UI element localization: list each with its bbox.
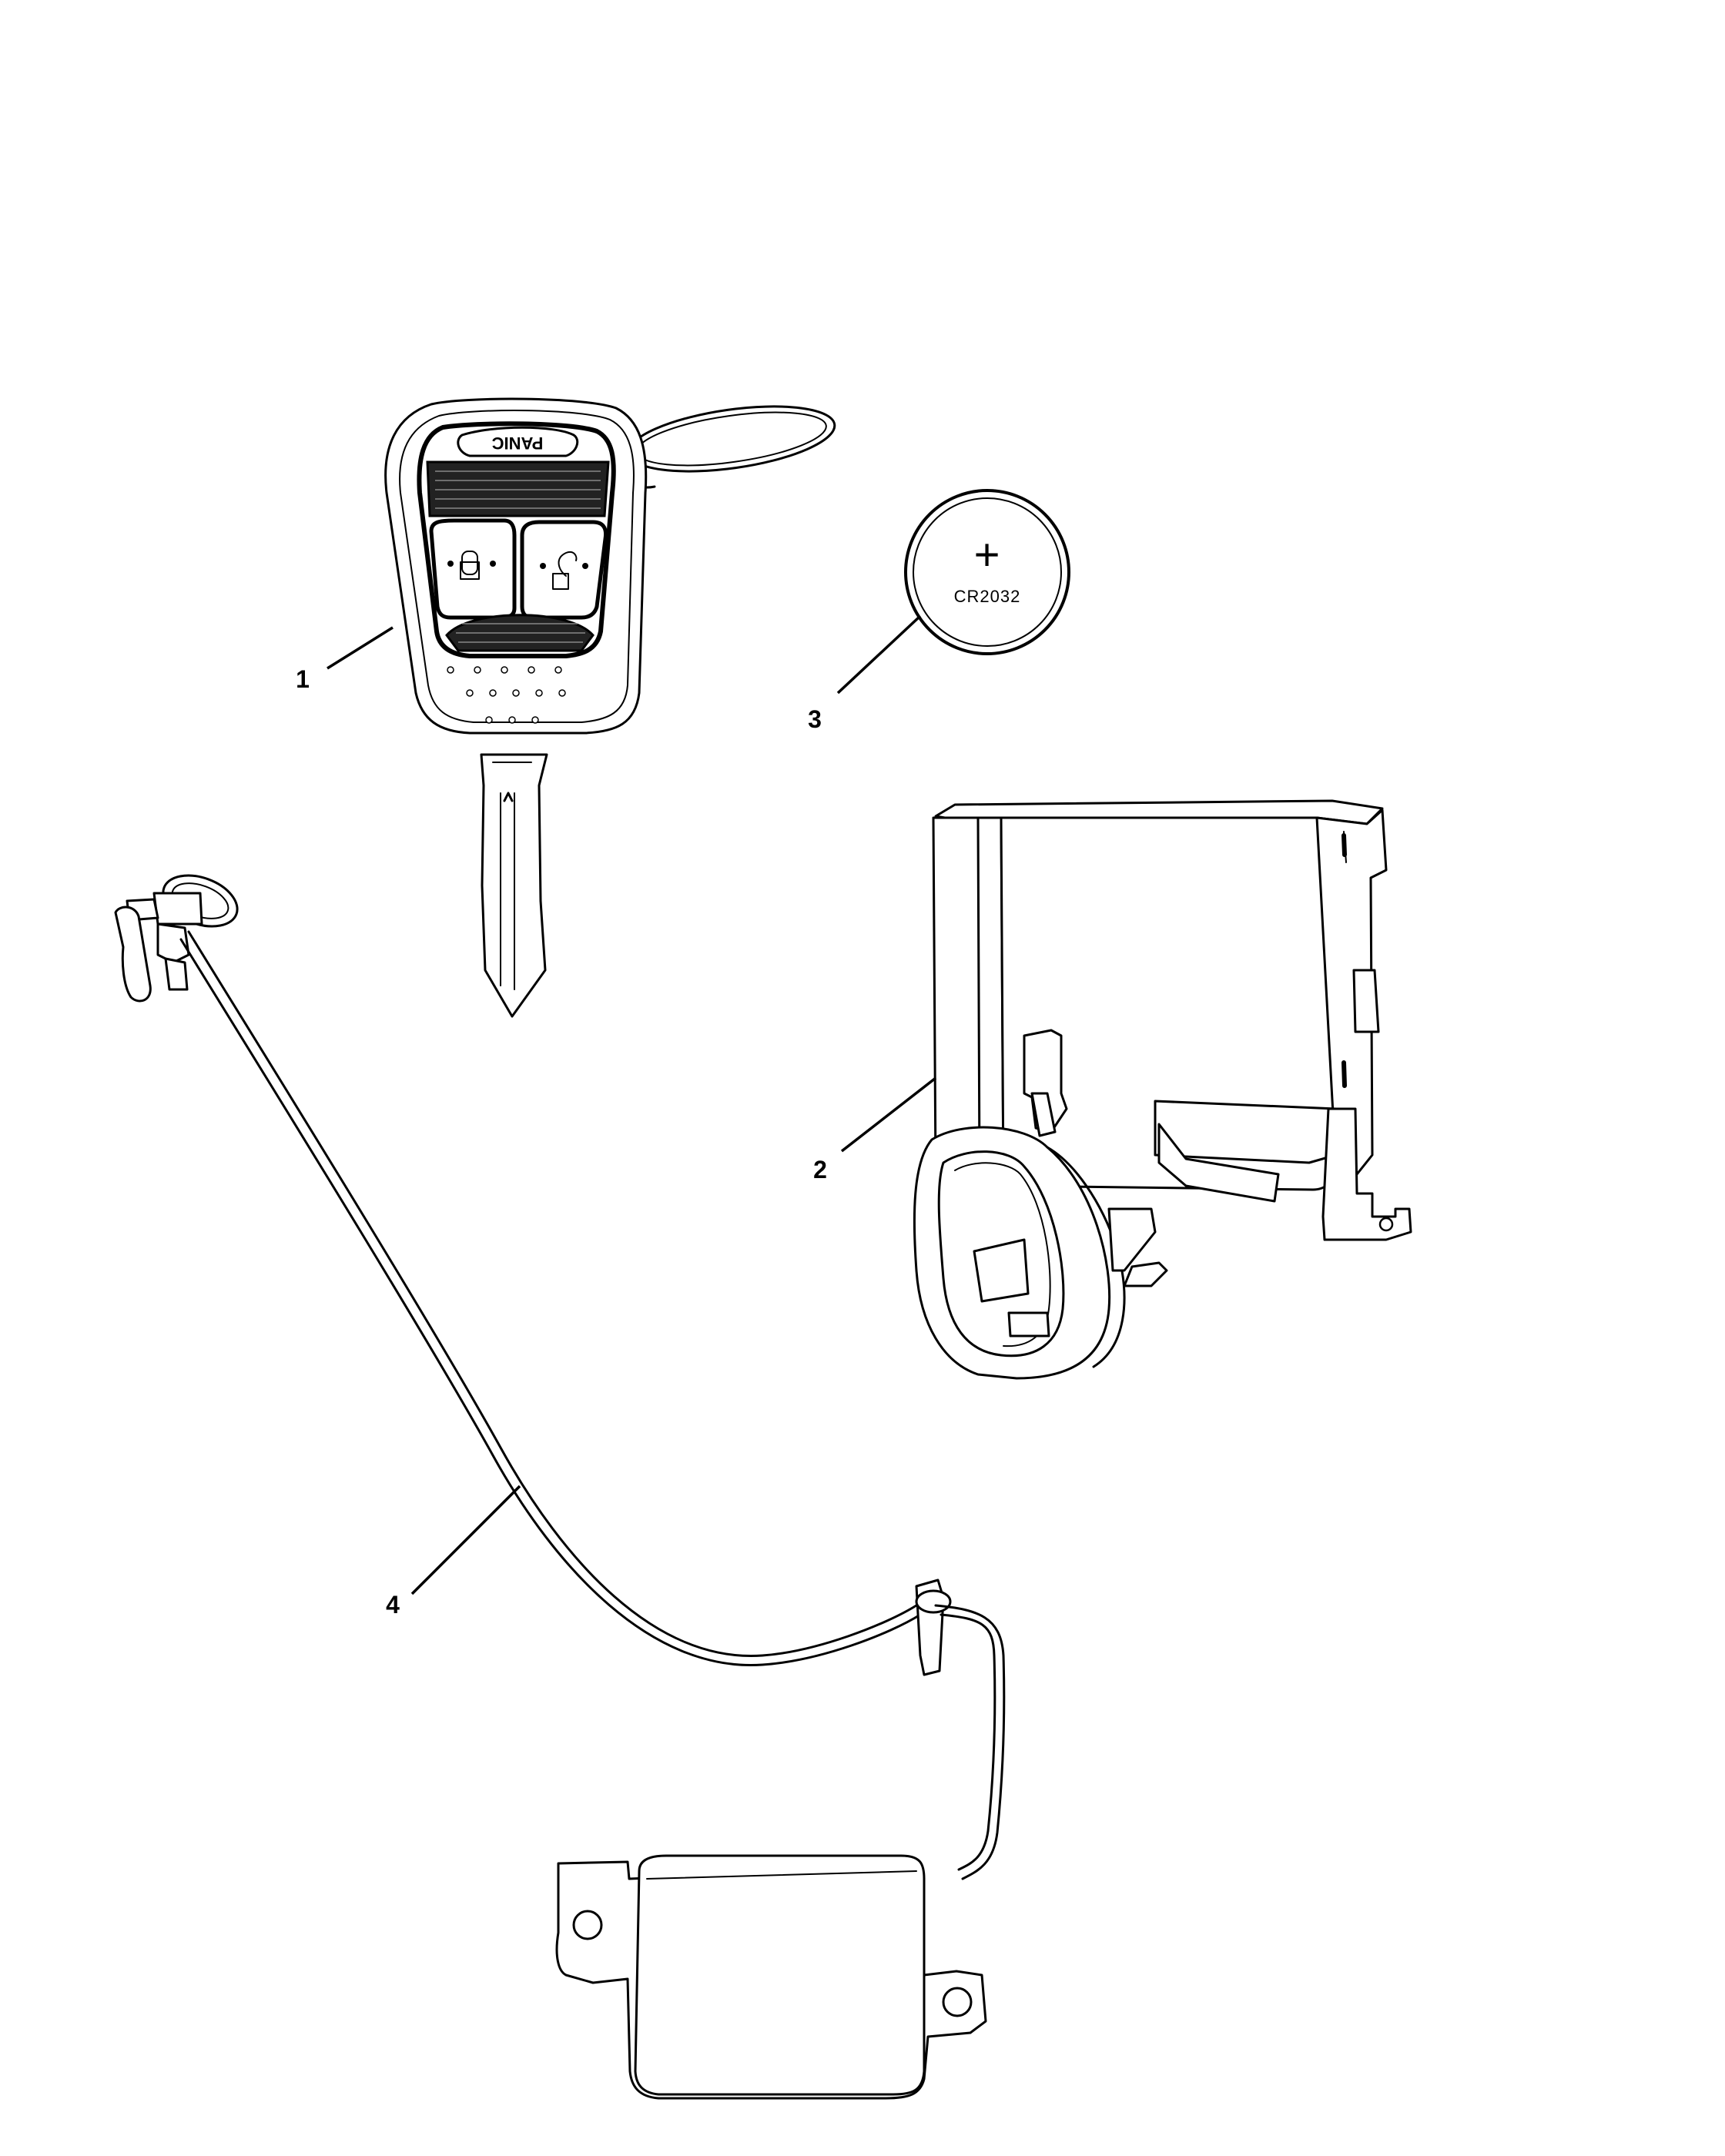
- battery-plus-symbol: +: [974, 530, 1001, 580]
- callout-3: 3: [808, 614, 922, 733]
- callout-3-label: 3: [808, 705, 822, 733]
- callout-4-label: 4: [386, 1591, 400, 1619]
- callout-1: 1: [296, 626, 394, 693]
- coin-battery: + CR2032: [904, 489, 1070, 655]
- immobilizer-module: [913, 799, 1412, 1380]
- callout-2-label: 2: [813, 1156, 827, 1183]
- battery-model-label: CR2032: [954, 587, 1021, 606]
- callout-4: 4: [386, 1485, 521, 1619]
- callout-1-label: 1: [296, 665, 310, 693]
- key-fob: PANIC: [384, 397, 836, 1018]
- callout-2: 2: [813, 1076, 937, 1183]
- panic-button-label: PANIC: [491, 434, 543, 453]
- antenna-harness: [114, 874, 1006, 2100]
